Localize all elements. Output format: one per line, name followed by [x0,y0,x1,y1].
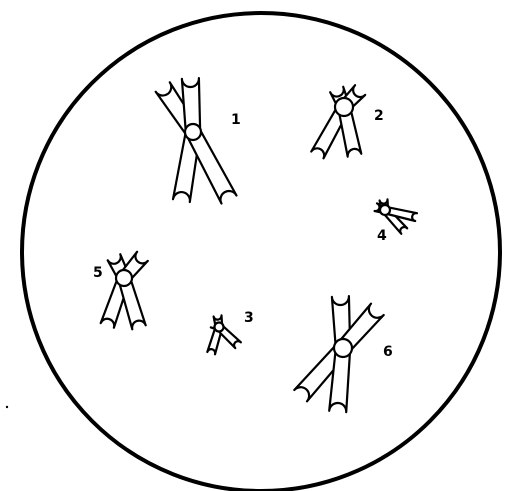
centromere [185,124,201,140]
centromere [380,205,390,215]
chromosome-label: 3 [244,310,254,326]
cell-outline [22,13,500,491]
chromosome-label: 5 [93,265,103,281]
centromere [334,339,352,357]
centromere [215,323,224,332]
chromosome-label: 1 [231,112,241,128]
stray-dot [6,406,8,408]
chromosome-label: 2 [374,108,384,124]
centromere [116,270,132,286]
chromosome-label: 4 [377,228,387,244]
chromosome-label: 6 [383,344,393,360]
centromere [335,98,353,116]
